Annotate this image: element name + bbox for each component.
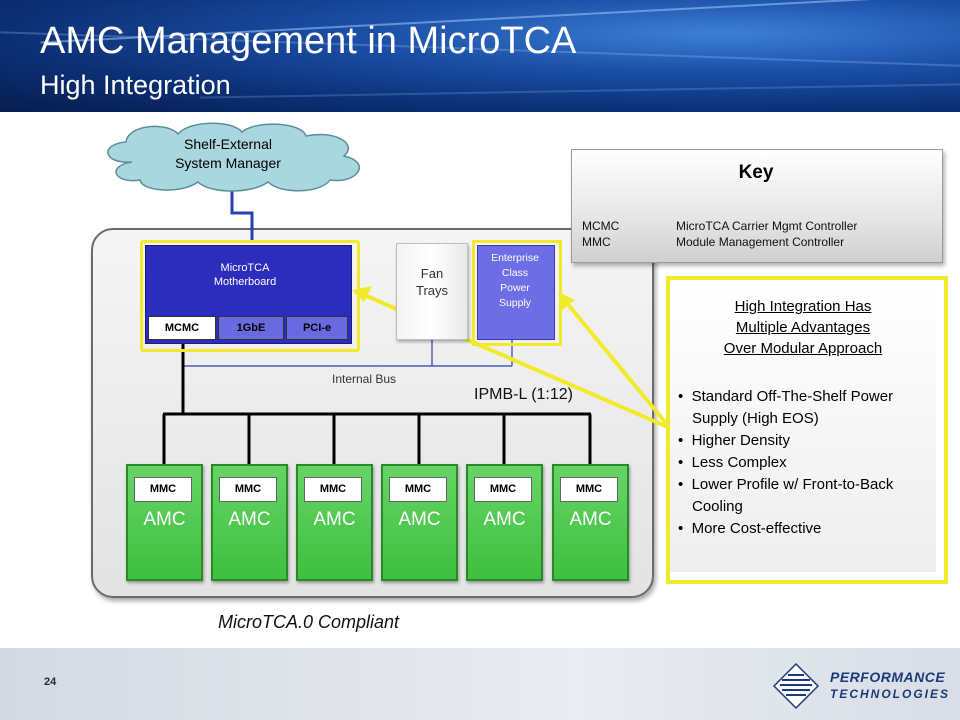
slide-subtitle: High Integration — [40, 70, 231, 100]
logo-line-1: PERFORMANCE — [830, 669, 946, 685]
slide-title: AMC Management in MicroTCA — [40, 20, 577, 62]
mmc-chip: MMC — [304, 477, 362, 502]
power-supply-label: Enterprise Class Power Supply — [491, 252, 539, 309]
page-number: 24 — [44, 676, 57, 688]
arrow-to-power-supply — [564, 300, 672, 430]
slide-header — [0, 0, 960, 112]
advantage-item: Lower Profile w/ Front-to-Back Cooling — [678, 474, 928, 518]
cloud-shape — [107, 122, 360, 192]
fan-trays — [396, 243, 468, 340]
key-term: MCMC — [582, 219, 620, 233]
gbe-port: 1GbE — [218, 316, 284, 340]
amc-label: AMC — [313, 509, 356, 530]
pcie-port: PCI-e — [286, 316, 348, 340]
key-term: MMC — [582, 235, 611, 249]
amc-label: AMC — [569, 509, 612, 530]
mmc-chip: MMC — [134, 477, 192, 502]
advantages-heading: High Integration Has Multiple Advantages… — [723, 298, 883, 357]
mmc-chip: MMC — [389, 477, 447, 502]
ipmb-label: IPMB-L (1:12) — [474, 386, 573, 403]
key-definition: MicroTCA Carrier Mgmt Controller — [676, 219, 858, 233]
key-definition: Module Management Controller — [676, 235, 845, 249]
motherboard-label: MicroTCA Motherboard — [213, 262, 277, 288]
power-supply-highlight — [472, 240, 562, 346]
amc-label: AMC — [398, 509, 441, 530]
arrow-to-power-supply-head — [558, 292, 575, 310]
advantage-item: More Cost-effective — [678, 518, 928, 540]
internal-bus-label: Internal Bus — [332, 372, 397, 386]
key-title: Key — [738, 162, 774, 183]
amc-label: AMC — [483, 509, 526, 530]
advantages-highlight — [666, 276, 948, 584]
mmc-chip: MMC — [474, 477, 532, 502]
advantage-item: Standard Off-The-Shelf Power Supply (Hig… — [678, 386, 928, 430]
fan-trays-label: Fan Trays — [415, 266, 449, 298]
power-supply — [477, 245, 555, 340]
logo-line-2: TECHNOLOGIES — [830, 687, 951, 701]
amc-label: AMC — [143, 509, 186, 530]
advantage-item: Higher Density — [678, 430, 928, 452]
compliance-label: MicroTCA.0 Compliant — [218, 612, 400, 632]
system-manager-label: Shelf-External System Manager — [175, 136, 281, 171]
performance-technologies-logo — [772, 662, 820, 710]
mmc-chip: MMC — [560, 477, 618, 502]
key-box — [571, 149, 943, 263]
advantage-item: Less Complex — [678, 452, 928, 474]
advantages-list: Standard Off-The-Shelf Power Supply (Hig… — [678, 386, 928, 540]
mmc-chip: MMC — [219, 477, 277, 502]
system-manager-link — [230, 183, 254, 242]
mcmc-port: MCMC — [148, 316, 216, 340]
amc-label: AMC — [228, 509, 271, 530]
motherboard-highlight — [140, 240, 360, 352]
